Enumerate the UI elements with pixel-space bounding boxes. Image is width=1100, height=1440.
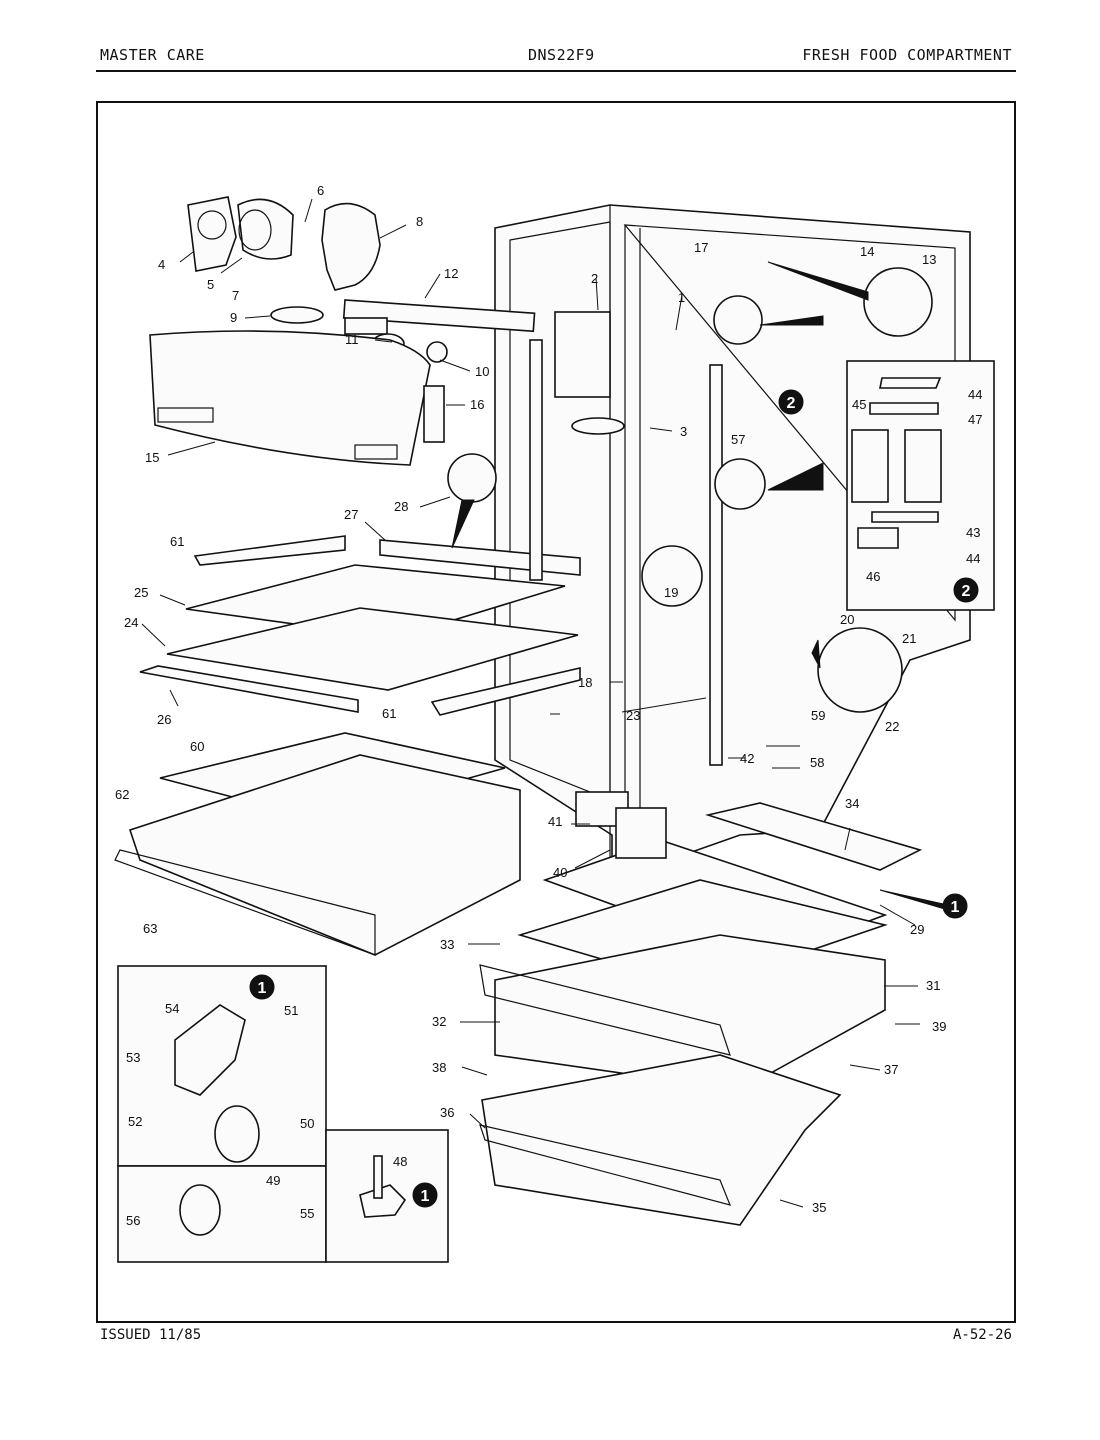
- part-label-7: 7: [232, 288, 239, 303]
- right-crisper-drawers: [479, 802, 923, 1226]
- part-label-61b: 61: [382, 706, 396, 721]
- inset-box-door-bins: [846, 360, 995, 611]
- part-label-50: 50: [300, 1116, 314, 1131]
- part-label-21: 21: [902, 631, 916, 646]
- callout-1-label-a: 1: [258, 980, 267, 997]
- callout-1-label-c: 1: [951, 899, 960, 916]
- part-label-56: 56: [126, 1213, 140, 1228]
- part-label-33: 33: [440, 937, 454, 952]
- callout-1-markers: 1 1 1: [249, 893, 968, 1208]
- part-label-44b: 44: [966, 551, 980, 566]
- part-label-34: 34: [845, 796, 859, 811]
- part-label-40: 40: [553, 865, 567, 880]
- part-label-36: 36: [440, 1105, 454, 1120]
- part-label-55: 55: [300, 1206, 314, 1221]
- part-label-31: 31: [926, 978, 940, 993]
- part-label-51: 51: [284, 1003, 298, 1018]
- part-label-26: 26: [157, 712, 171, 727]
- part-label-35: 35: [812, 1200, 826, 1215]
- part-label-6: 6: [317, 183, 324, 198]
- part-label-38: 38: [432, 1060, 446, 1075]
- callout-2-label-a: 2: [787, 395, 796, 412]
- header-model-number: DNS22F9: [528, 46, 595, 64]
- part-label-29: 29: [910, 922, 924, 937]
- footer-issued-date: ISSUED 11/85: [100, 1327, 202, 1343]
- part-label-49: 49: [266, 1173, 280, 1188]
- door-rails: [529, 339, 723, 859]
- diagram-frame: [96, 101, 1016, 1323]
- callout-1-label-b: 1: [421, 1188, 430, 1205]
- leader-lines: [141, 198, 920, 1208]
- part-label-28: 28: [394, 499, 408, 514]
- part-label-39: 39: [932, 1019, 946, 1034]
- part-label-63: 63: [143, 921, 157, 936]
- part-label-10: 10: [475, 364, 489, 379]
- part-label-46: 46: [866, 569, 880, 584]
- part-label-23: 23: [626, 708, 640, 723]
- part-label-58: 58: [810, 755, 824, 770]
- part-number-labels: 1 2 3 4 5 6 7 8 9 10 11 12 13 14 15 16 1…: [115, 183, 982, 1228]
- part-label-48: 48: [393, 1154, 407, 1169]
- part-label-59: 59: [811, 708, 825, 723]
- detail-circles: [447, 261, 949, 911]
- part-label-37: 37: [884, 1062, 898, 1077]
- part-label-13: 13: [922, 252, 936, 267]
- part-label-54: 54: [165, 1001, 179, 1016]
- part-label-18: 18: [578, 675, 592, 690]
- part-label-4: 4: [158, 257, 165, 272]
- part-label-25: 25: [134, 585, 148, 600]
- part-label-1: 1: [678, 290, 685, 305]
- part-label-41: 41: [548, 814, 562, 829]
- part-label-12: 12: [444, 266, 458, 281]
- part-label-19: 19: [664, 585, 678, 600]
- part-label-53: 53: [126, 1050, 140, 1065]
- header-section-title: FRESH FOOD COMPARTMENT: [802, 46, 1012, 64]
- control-housing-parts: [187, 196, 625, 435]
- part-label-27: 27: [344, 507, 358, 522]
- part-label-52: 52: [128, 1114, 142, 1129]
- part-label-44: 44: [968, 387, 982, 402]
- front-panel: [149, 330, 445, 466]
- part-label-22: 22: [885, 719, 899, 734]
- part-label-60: 60: [190, 739, 204, 754]
- part-label-43: 43: [966, 525, 980, 540]
- callout-2-label-b: 2: [962, 583, 971, 600]
- part-label-2: 2: [591, 271, 598, 286]
- part-label-5: 5: [207, 277, 214, 292]
- header-rule: [96, 70, 1016, 72]
- part-label-16: 16: [470, 397, 484, 412]
- part-label-9: 9: [230, 310, 237, 325]
- part-label-57: 57: [731, 432, 745, 447]
- part-label-14: 14: [860, 244, 874, 259]
- footer-page-code: A-52-26: [952, 1327, 1012, 1343]
- part-label-3: 3: [680, 424, 687, 439]
- part-label-42: 42: [740, 751, 754, 766]
- part-label-15: 15: [145, 450, 159, 465]
- part-label-32: 32: [432, 1014, 446, 1029]
- part-label-47: 47: [968, 412, 982, 427]
- part-label-62: 62: [115, 787, 129, 802]
- part-label-11: 11: [345, 332, 359, 347]
- header-brand: MASTER CARE: [100, 46, 205, 64]
- part-label-45: 45: [852, 397, 866, 412]
- part-label-61: 61: [170, 534, 184, 549]
- part-label-24: 24: [124, 615, 138, 630]
- part-label-8: 8: [416, 214, 423, 229]
- callout-2-markers: 2 2: [778, 389, 979, 603]
- part-label-17: 17: [694, 240, 708, 255]
- part-label-20: 20: [840, 612, 854, 627]
- left-crisper-drawer: [114, 732, 521, 956]
